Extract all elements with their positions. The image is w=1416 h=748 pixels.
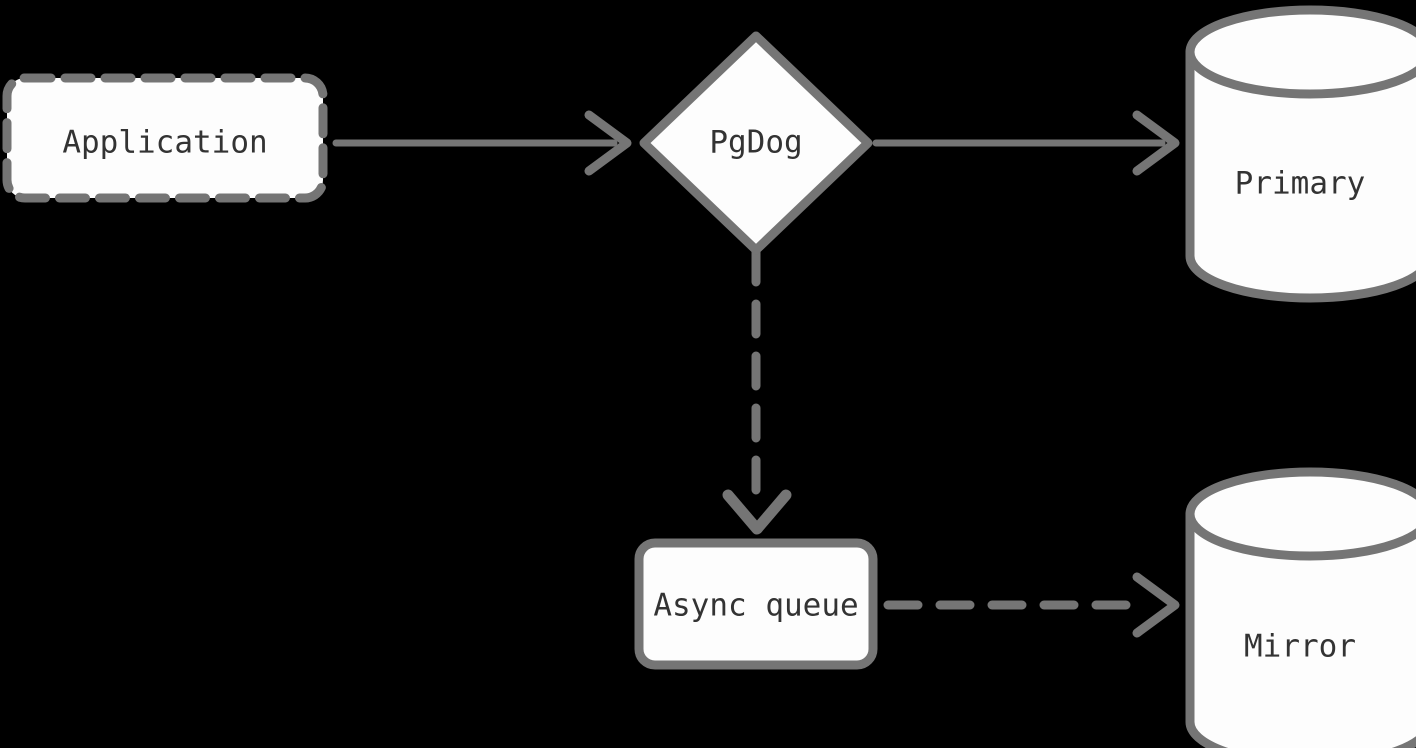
node-async-queue[interactable]: Async queue	[634, 538, 878, 670]
arrowhead-down-icon	[722, 489, 792, 535]
async-queue-label: Async queue	[653, 588, 858, 624]
mirror-cylinder-body[interactable]	[1185, 509, 1416, 748]
node-mirror[interactable]: Mirror	[1185, 467, 1416, 748]
arrowhead-right-icon	[1132, 572, 1180, 638]
edge-pgdog-to-async-queue	[722, 247, 792, 535]
arrowhead-right-icon	[1132, 110, 1180, 176]
application-label: Application	[62, 125, 267, 161]
primary-label: Primary	[1235, 166, 1366, 202]
mirror-label: Mirror	[1244, 629, 1356, 665]
pgdog-diamond[interactable]	[639, 31, 873, 255]
node-pgdog[interactable]: PgDog	[639, 31, 873, 255]
mirror-cylinder-top	[1185, 467, 1416, 561]
node-application[interactable]: Application	[2, 73, 328, 203]
edge-application-to-pgdog	[332, 110, 632, 176]
application-box[interactable]	[2, 73, 328, 203]
primary-cylinder-top	[1185, 5, 1416, 99]
arrowhead-right-icon	[584, 110, 632, 176]
node-primary[interactable]: Primary	[1185, 5, 1416, 303]
async-queue-box[interactable]	[634, 538, 878, 670]
edge-pgdog-to-primary	[872, 110, 1180, 176]
pgdog-label: PgDog	[709, 125, 802, 161]
primary-cylinder-body[interactable]	[1185, 47, 1416, 303]
edge-async-queue-to-mirror	[883, 572, 1180, 638]
